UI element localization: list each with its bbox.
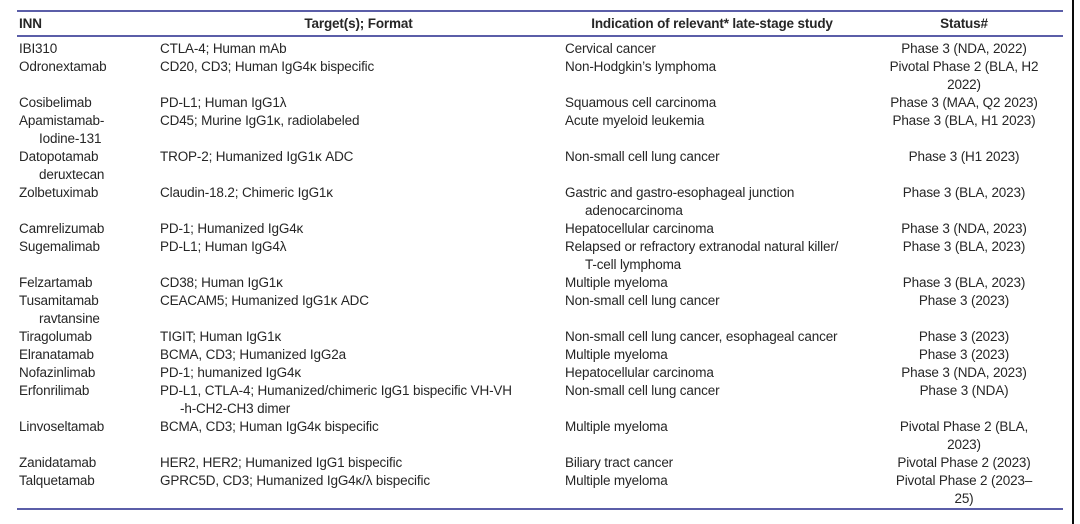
table-row: Datopotamab deruxtecan TROP-2; Humanized …	[17, 148, 1063, 184]
cell-target-format: BCMA, CD3; Humanized IgG2a	[160, 347, 346, 362]
cell-target-format: GPRC5D, CD3; Humanized IgG4κ/λ bispecifi…	[160, 473, 430, 488]
cell-status: Pivotal Phase 2 (2023– 25)	[895, 473, 1033, 506]
table-header: INN Target(s); Format Indication of rele…	[17, 11, 1063, 37]
cell-inn: Tiragolumab	[19, 329, 92, 344]
cell-target-format: Claudin-18.2; Chimeric IgG1κ	[160, 185, 333, 200]
cell-inn: IBI310	[19, 41, 58, 56]
cell-inn: Datopotamab deruxtecan	[19, 149, 105, 182]
cell-indication: Non-small cell lung cancer	[565, 293, 720, 308]
cell-status: Phase 3 (H1 2023)	[908, 149, 1020, 164]
cell-status: Phase 3 (BLA, H1 2023)	[892, 113, 1036, 128]
cell-target-format: CD45; Murine IgG1κ, radiolabeled	[160, 113, 360, 128]
cell-indication: Multiple myeloma	[565, 419, 668, 434]
cell-inn: Apamistamab- Iodine-131	[19, 113, 105, 146]
cell-indication: Relapsed or refractory extranodal natura…	[565, 239, 839, 272]
table-row: Erfonrilimab PD-L1, CTLA-4; Humanized/chi…	[17, 382, 1063, 418]
cell-indication: Gastric and gastro-esophageal junction a…	[565, 185, 795, 218]
cell-target-format: HER2, HER2; Humanized IgG1 bispecific	[160, 455, 403, 470]
table-row: Zanidatamab HER2, HER2; Humanized IgG1 bi…	[17, 454, 1063, 472]
antibody-table: INN Target(s); Format Indication of rele…	[17, 10, 1063, 510]
cell-status: Phase 3 (NDA, 2022)	[901, 41, 1027, 56]
cell-indication: Non-small cell lung cancer, esophageal c…	[565, 329, 838, 344]
table-row: Cosibelimab PD-L1; Human IgG1λ Squamous ce…	[17, 94, 1063, 112]
cell-indication: Squamous cell carcinoma	[565, 95, 717, 110]
cell-indication: Multiple myeloma	[565, 473, 668, 488]
cell-indication: Multiple myeloma	[565, 275, 668, 290]
table-row: Felzartamab CD38; Human IgG1κ Multiple mye…	[17, 274, 1063, 292]
cell-status: Phase 3 (MAA, Q2 2023)	[890, 95, 1038, 110]
cell-indication: Acute myeloid leukemia	[565, 113, 705, 128]
cell-status: Phase 3 (2023)	[918, 329, 1010, 344]
column-header-indication: Indication of relevant* late-stage study	[559, 11, 865, 37]
cell-inn: Linvoseltamab	[19, 419, 105, 434]
cell-status: Phase 3 (NDA)	[919, 383, 1009, 398]
cell-target-format: CEACAM5; Humanized IgG1κ ADC	[160, 293, 369, 308]
cell-status: Phase 3 (BLA, 2023)	[902, 185, 1026, 200]
cell-indication: Non-small cell lung cancer	[565, 149, 720, 164]
cell-inn: Zanidatamab	[19, 455, 97, 470]
cell-target-format: PD-1; Humanized IgG4κ	[160, 221, 304, 236]
column-header-status: Status#	[865, 11, 1063, 37]
cell-indication: Biliary tract cancer	[565, 455, 674, 470]
table-row: Elranatamab BCMA, CD3; Humanized IgG2a Mul…	[17, 346, 1063, 364]
cell-target-format: PD-L1, CTLA-4; Humanized/chimeric IgG1 b…	[160, 383, 512, 416]
cell-inn: Sugemalimab	[19, 239, 100, 254]
cell-target-format: BCMA, CD3; Human IgG4κ bispecific	[160, 419, 379, 434]
table-row: Apamistamab- Iodine-131 CD45; Murine IgG1…	[17, 112, 1063, 148]
cell-inn: Elranatamab	[19, 347, 94, 362]
table-row: Camrelizumab PD-1; Humanized IgG4κ Hepatoc…	[17, 220, 1063, 238]
cell-status: Phase 3 (NDA, 2023)	[901, 365, 1027, 380]
cell-inn: Tusamitamab ravtansine	[19, 293, 100, 326]
cell-target-format: CD20, CD3; Human IgG4κ bispecific	[160, 59, 375, 74]
cell-inn: Cosibelimab	[19, 95, 92, 110]
cell-status: Phase 3 (2023)	[918, 293, 1010, 308]
cell-target-format: TROP-2; Humanized IgG1κ ADC	[160, 149, 354, 164]
cell-target-format: PD-1; humanized IgG4κ	[160, 365, 301, 380]
cell-indication: Non-Hodgkin’s lymphoma	[565, 59, 717, 74]
cell-target-format: PD-L1; Human IgG4λ	[160, 239, 287, 254]
cell-inn: Camrelizumab	[19, 221, 105, 236]
table-row: Nofazinlimab PD-1; humanized IgG4κ Hepatoc…	[17, 364, 1063, 382]
table-row: Tiragolumab TIGIT; Human IgG1κ Non-small c…	[17, 328, 1063, 346]
cell-indication: Hepatocellular carcinoma	[565, 221, 714, 236]
cell-target-format: PD-L1; Human IgG1λ	[160, 95, 287, 110]
cell-status: Pivotal Phase 2 (2023)	[897, 455, 1031, 470]
cell-target-format: TIGIT; Human IgG1κ	[160, 329, 282, 344]
table-row: Odronextamab CD20, CD3; Human IgG4κ bispe…	[17, 58, 1063, 94]
column-header-target-format: Target(s); Format	[158, 11, 559, 37]
cell-status: Phase 3 (BLA, 2023)	[902, 239, 1026, 254]
cell-indication: Multiple myeloma	[565, 347, 668, 362]
cell-status: Pivotal Phase 2 (BLA, 2023)	[899, 419, 1029, 452]
cell-indication: Cervical cancer	[565, 41, 656, 56]
cell-status: Phase 3 (BLA, 2023)	[902, 275, 1026, 290]
cell-inn: Talquetamab	[19, 473, 95, 488]
table-row: Zolbetuximab Claudin-18.2; Chimeric IgG1κ…	[17, 184, 1063, 220]
table-row: Linvoseltamab BCMA, CD3; Human IgG4κ bisp…	[17, 418, 1063, 454]
column-header-inn: INN	[17, 11, 158, 37]
cell-status: Pivotal Phase 2 (BLA, H2 2022)	[889, 59, 1039, 92]
cell-inn: Nofazinlimab	[19, 365, 96, 380]
cell-inn: Felzartamab	[19, 275, 93, 290]
cell-status: Phase 3 (NDA, 2023)	[901, 221, 1027, 236]
page-edge-border	[1072, 0, 1074, 524]
table-row: Talquetamab GPRC5D, CD3; Humanized IgG4κ/…	[17, 472, 1063, 509]
cell-target-format: CTLA-4; Human mAb	[160, 41, 287, 56]
cell-target-format: CD38; Human IgG1κ	[160, 275, 283, 290]
cell-status: Phase 3 (2023)	[918, 347, 1010, 362]
cell-indication: Non-small cell lung cancer	[565, 383, 720, 398]
cell-indication: Hepatocellular carcinoma	[565, 365, 714, 380]
table-row: Tusamitamab ravtansine CEACAM5; Humanized…	[17, 292, 1063, 328]
table-row: IBI310 CTLA-4; Human mAb Cervical cancer Ph…	[17, 36, 1063, 58]
cell-inn: Odronextamab	[19, 59, 107, 74]
cell-inn: Zolbetuximab	[19, 185, 99, 200]
table-row: Sugemalimab PD-L1; Human IgG4λ Relapsed or…	[17, 238, 1063, 274]
header-row: INN Target(s); Format Indication of rele…	[17, 11, 1063, 37]
cell-inn: Erfonrilimab	[19, 383, 90, 398]
